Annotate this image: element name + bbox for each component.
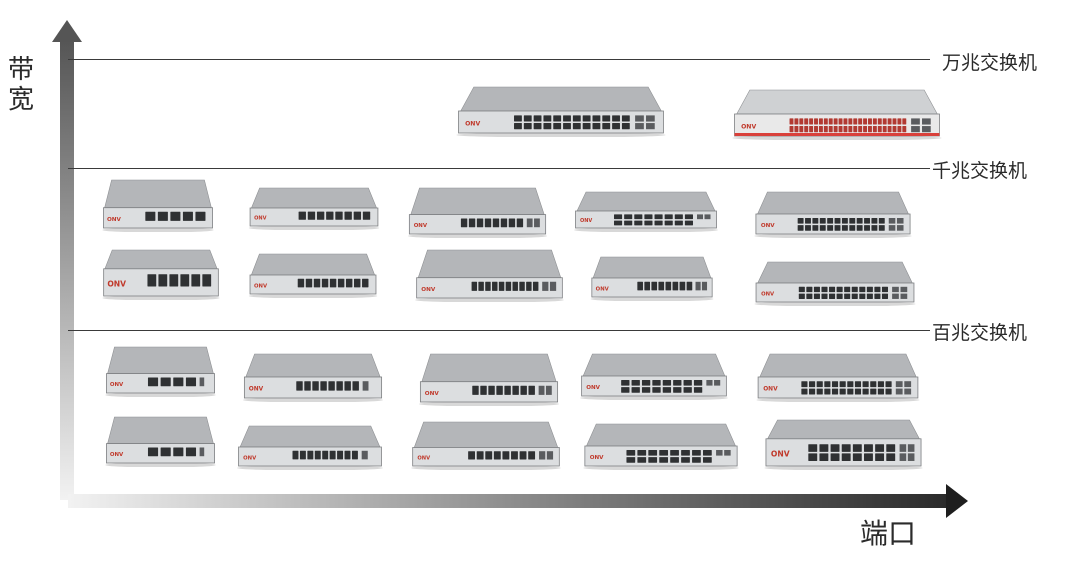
switch-image: ONV bbox=[240, 352, 386, 402]
switch-image: ONV bbox=[412, 248, 567, 302]
tier-line-100m bbox=[68, 330, 930, 331]
switch-image: ONV bbox=[100, 248, 222, 300]
switch-image: ONV bbox=[246, 186, 382, 230]
svg-text:ONV: ONV bbox=[254, 216, 266, 222]
svg-text:ONV: ONV bbox=[425, 391, 440, 397]
switch-image: ONV bbox=[588, 255, 716, 301]
svg-text:ONV: ONV bbox=[414, 223, 428, 229]
svg-text:ONV: ONV bbox=[580, 218, 592, 224]
svg-text:ONV: ONV bbox=[254, 283, 268, 289]
switch-image: ONV bbox=[405, 186, 550, 238]
svg-text:ONV: ONV bbox=[761, 291, 775, 297]
svg-text:ONV: ONV bbox=[586, 385, 600, 391]
switch-image: ONV bbox=[234, 424, 386, 470]
switch-image: ONV bbox=[452, 85, 670, 137]
switch-image: ONV bbox=[577, 352, 731, 400]
tier-line-10g bbox=[68, 59, 930, 60]
svg-text:ONV: ONV bbox=[596, 286, 610, 292]
tier-line-1g bbox=[68, 168, 930, 169]
switch-image: ONV bbox=[761, 418, 926, 470]
tier-label-100m: 百兆交换机 bbox=[932, 322, 1028, 344]
svg-text:ONV: ONV bbox=[763, 387, 778, 393]
switch-image: ONV bbox=[103, 345, 218, 397]
switch-image: ONV bbox=[580, 422, 742, 470]
switch-image: ONV bbox=[100, 178, 216, 232]
switch-image: ONV bbox=[753, 352, 923, 402]
svg-text:ONV: ONV bbox=[417, 456, 430, 462]
svg-text:ONV: ONV bbox=[243, 455, 257, 461]
tier-label-1g: 千兆交换机 bbox=[932, 160, 1028, 182]
svg-text:ONV: ONV bbox=[249, 387, 264, 393]
switch-image: ONV bbox=[246, 252, 380, 298]
svg-text:ONV: ONV bbox=[590, 455, 604, 461]
y-axis-arrowhead bbox=[52, 20, 82, 42]
switch-image: ONV bbox=[751, 260, 919, 306]
x-axis bbox=[68, 494, 948, 508]
x-axis-arrowhead bbox=[946, 484, 968, 518]
svg-text:ONV: ONV bbox=[465, 120, 480, 127]
svg-text:ONV: ONV bbox=[771, 449, 790, 458]
svg-text:ONV: ONV bbox=[107, 217, 122, 223]
x-axis-label: 端口 bbox=[860, 517, 917, 550]
switch-image: ONV bbox=[416, 352, 562, 406]
switch-image: ONV bbox=[751, 190, 915, 238]
switch-image: ONV bbox=[571, 190, 721, 232]
tier-label-10g: 万兆交换机 bbox=[942, 52, 1038, 74]
svg-text:ONV: ONV bbox=[421, 287, 436, 293]
switch-image: ONV bbox=[408, 420, 564, 470]
switch-image: ONV bbox=[728, 88, 946, 140]
y-axis bbox=[60, 40, 74, 500]
y-axis-label: 带宽 bbox=[8, 55, 35, 115]
svg-text:ONV: ONV bbox=[107, 279, 126, 288]
svg-text:ONV: ONV bbox=[761, 223, 775, 229]
svg-text:ONV: ONV bbox=[110, 382, 124, 388]
svg-text:ONV: ONV bbox=[110, 452, 124, 458]
switch-image: ONV bbox=[103, 415, 218, 467]
svg-text:ONV: ONV bbox=[741, 123, 756, 130]
